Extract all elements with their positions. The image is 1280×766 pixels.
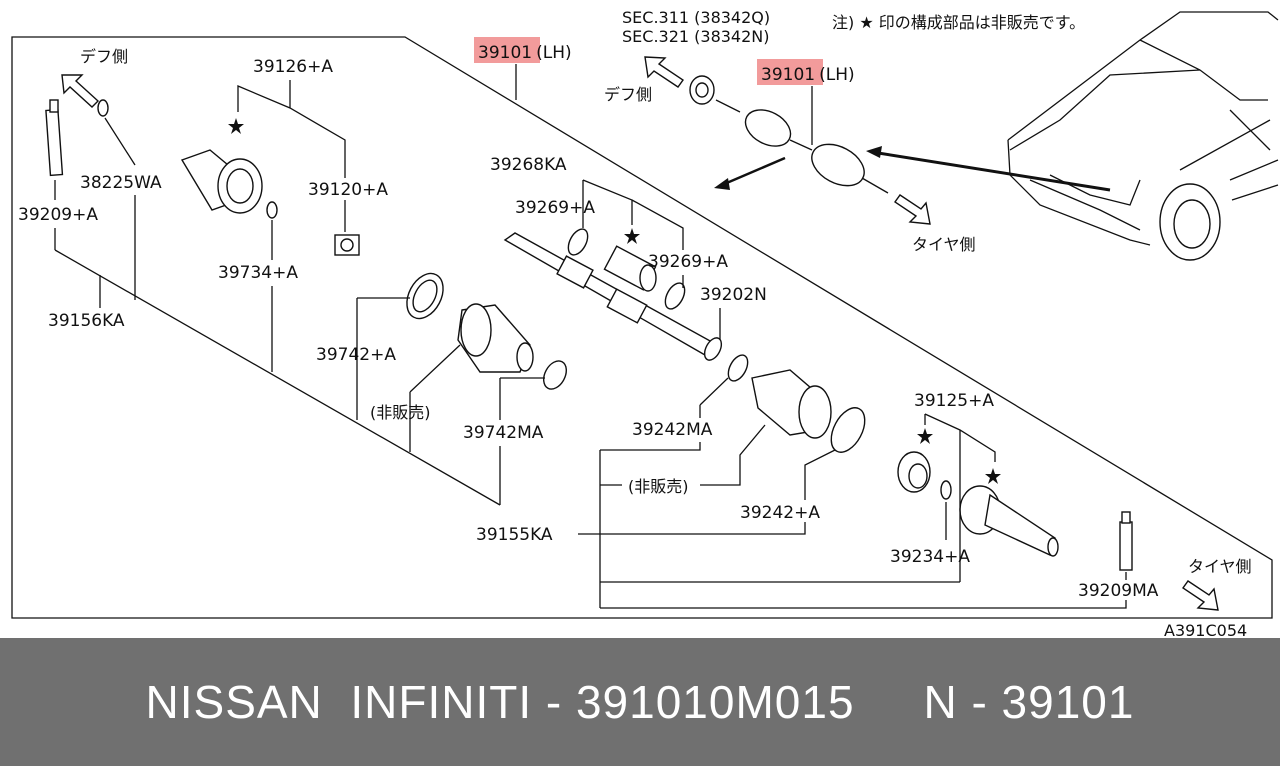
part-label-39269-a[interactable]: 39269+A (515, 198, 595, 218)
part-39742ma-band (543, 360, 567, 390)
part-label-39242ma[interactable]: 39242MA (632, 420, 713, 440)
footer-bar: NISSAN INFINITI - 391010M015 N - 39101 (0, 638, 1280, 766)
not-for-sale-note: 注) ★ 印の構成部品は非販売です。 (832, 13, 1085, 32)
part-boot-outer (751, 369, 832, 439)
part-39125-bearing (897, 451, 931, 493)
not-for-sale-star-icon-2 (624, 228, 640, 244)
part-label-39209[interactable]: 39209+A (18, 205, 98, 225)
part-label-39155[interactable]: 39155KA (476, 525, 553, 545)
part-label-39268[interactable]: 39268KA (490, 155, 567, 175)
tire-side-bottom-label: タイヤ側 (1188, 557, 1252, 576)
part-39209-pin (45, 99, 64, 177)
part-39268-damper (603, 245, 657, 292)
not-for-sale-star-icon (228, 118, 244, 134)
part-39202-shaft (503, 232, 723, 361)
part-label-39101-main[interactable]: 39101(LH) (478, 43, 572, 63)
part-label-39269-b[interactable]: 39269+A (648, 252, 728, 272)
part-boot-inner (457, 303, 534, 373)
part-label-39101-inset[interactable]: 39101(LH) (761, 65, 855, 85)
part-39269-band-a (567, 228, 589, 256)
part-label-39156[interactable]: 39156KA (48, 311, 125, 331)
highlight-39101-inset (757, 59, 823, 85)
tire-side-bottom-arrow-icon (1182, 580, 1219, 611)
not-for-sale-label-left: (非販売) (370, 403, 431, 422)
sec-ref-321[interactable]: SEC.321 (38342N) (622, 27, 770, 46)
not-for-sale-star-icon-3 (917, 428, 933, 444)
inset-shaft-assembly (689, 75, 889, 194)
not-for-sale-label-right: (非販売) (628, 477, 689, 496)
part-label-39742ma[interactable]: 39742MA (463, 423, 544, 443)
tire-side-inset-label: タイヤ側 (912, 235, 976, 254)
part-39242-band (830, 407, 866, 453)
part-number-caption: NISSAN INFINITI - 391010M015 N - 39101 (145, 676, 1135, 728)
part-39120-spider (334, 234, 360, 256)
part-label-39120[interactable]: 39120+A (308, 180, 388, 200)
part-label-39234[interactable]: 39234+A (890, 547, 970, 567)
diff-side-arrow-icon (61, 74, 100, 108)
part-label-39742[interactable]: 39742+A (316, 345, 396, 365)
part-label-39242[interactable]: 39242+A (740, 503, 820, 523)
car-illustration (1007, 11, 1279, 261)
part-39234-snap-ring (940, 480, 952, 500)
part-39742-band (406, 272, 444, 320)
part-label-39125[interactable]: 39125+A (914, 391, 994, 411)
parts-diagram: 39101(LH) 39101(LH) SEC.311 (38342Q) SEC… (11, 8, 1279, 638)
part-38225-ring (97, 99, 109, 117)
diagram-code: A391C054 (1164, 621, 1247, 638)
part-label-39734[interactable]: 39734+A (218, 263, 298, 283)
part-39126-housing (180, 149, 263, 214)
part-label-39209ma[interactable]: 39209MA (1078, 581, 1159, 601)
sec-ref-311[interactable]: SEC.311 (38342Q) (622, 8, 770, 27)
part-label-38225[interactable]: 38225WA (80, 173, 162, 193)
diff-side-inset-arrow-icon (644, 56, 684, 88)
diff-side-top-label: デフ側 (80, 47, 128, 66)
part-39125-outer-joint (959, 485, 1059, 557)
not-for-sale-star-icon-4 (985, 468, 1001, 484)
part-39269-band-b (664, 282, 686, 310)
part-label-39126[interactable]: 39126+A (253, 57, 333, 77)
part-39242ma-band (727, 354, 749, 382)
part-39209ma-pin (1119, 511, 1133, 571)
highlight-39101-main (474, 37, 540, 63)
part-39734-snap-ring (266, 201, 278, 219)
part-label-39202[interactable]: 39202N (700, 285, 767, 305)
diagram-frame (11, 36, 1273, 619)
diff-side-inset-label: デフ側 (604, 85, 652, 104)
tire-side-inset-arrow-icon (894, 194, 931, 225)
